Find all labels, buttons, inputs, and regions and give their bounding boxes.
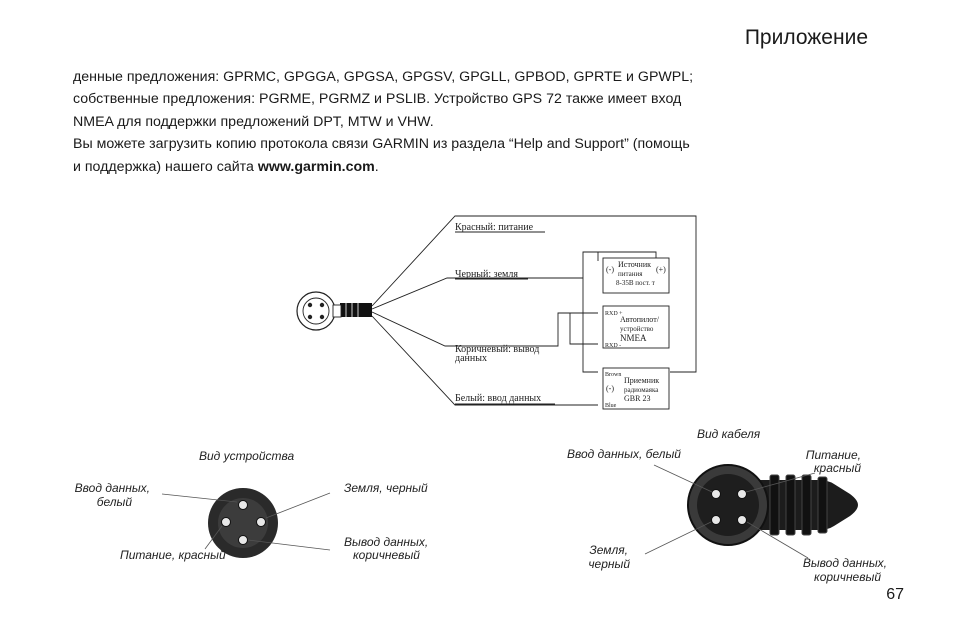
beacon-box-label: радиомаяка	[624, 386, 659, 394]
wire-label-brown: Коричневый: вывод	[455, 344, 539, 355]
cable-view-title: Вид кабеля	[697, 427, 761, 441]
cable-ground-label-cont: черный	[588, 557, 630, 571]
device-data-in-label: Ввод данных,	[75, 481, 150, 495]
cable-sheath	[340, 303, 372, 317]
device-power-label: Питание, красный	[120, 548, 226, 562]
nmea-rxd-neg: RXD -	[605, 343, 621, 349]
body-text: денные предложения: GPRMC, GPGGA, GPGSA,…	[73, 66, 713, 178]
paragraph-line: Вы можете загрузить копию протокола связ…	[73, 133, 713, 155]
device-connector	[208, 488, 278, 558]
beacon-box-label: Приемник	[624, 376, 659, 385]
wiring-lines	[371, 215, 697, 410]
wire-label-white: Белый: ввод данных	[455, 393, 541, 404]
device-ground-label: Земля, черный	[344, 481, 428, 495]
cable-power-label-cont: красный	[814, 461, 861, 475]
paragraph-line: NMEA для поддержки предложений DPT, MTW …	[73, 113, 434, 130]
nmea-rxd-pos: RXD +	[605, 311, 623, 317]
paragraph-line: и поддержка) нашего сайта www.garmin.com…	[73, 156, 713, 178]
cable-data-out-label-cont: коричневый	[814, 570, 881, 584]
nmea-box-label: NMEA	[620, 333, 647, 343]
device-view-title: Вид устройства	[199, 449, 295, 463]
cable-ground-label: Земля,	[589, 543, 628, 557]
connector-icon	[296, 291, 342, 331]
wire-label-red: Красный: питание	[455, 222, 534, 233]
beacon-brown: Brown	[605, 372, 621, 378]
paragraph-text: и поддержка) нашего сайта	[73, 158, 258, 175]
beacon-box-label: GBR 23	[624, 394, 650, 403]
power-box-neg: (-)	[606, 265, 614, 274]
cable-connector	[687, 464, 858, 546]
cable-power-label: Питание,	[806, 448, 861, 462]
paragraph-text: Вы можете загрузить копию протокола связ…	[73, 136, 690, 153]
device-data-out-label-cont: коричневый	[353, 548, 420, 562]
nmea-box-label: устройство	[620, 325, 654, 333]
power-box-label: 8-35В пост. т	[616, 279, 655, 287]
device-data-in-label-cont: белый	[97, 495, 133, 509]
power-box-pos: (+)	[656, 265, 666, 274]
website-link[interactable]: www.garmin.com	[257, 158, 375, 175]
paragraph-line: денные предложения: GPRMC, GPGGA, GPGSA,…	[73, 69, 694, 85]
cable-data-out-label: Вывод данных,	[803, 556, 887, 570]
cable-data-in-label: Ввод данных, белый	[567, 447, 681, 461]
cable-leaders	[644, 464, 816, 559]
wire-label-black: Черный: земля	[455, 269, 518, 280]
device-leaders	[161, 492, 331, 551]
beacon-blue: Blue	[605, 403, 617, 409]
nmea-box-label: Автопилот/	[620, 315, 660, 324]
wire-label-brown-cont: данных	[455, 353, 487, 364]
page-header-title: Приложение	[744, 26, 868, 49]
paragraph-line: собственные предложения: PGRME, PGRMZ и …	[73, 91, 682, 108]
power-box-label: питания	[618, 270, 643, 278]
power-box-label: Источник	[618, 260, 651, 269]
device-data-out-label: Вывод данных,	[344, 535, 428, 549]
paragraph-text: .	[374, 158, 379, 175]
page-number: 67	[886, 586, 904, 603]
beacon-neg: (-)	[606, 384, 614, 393]
